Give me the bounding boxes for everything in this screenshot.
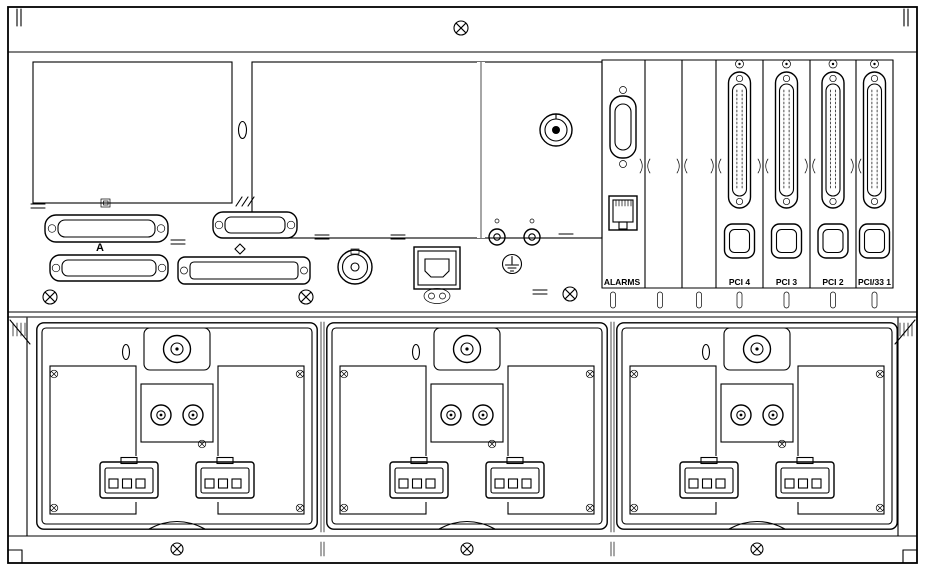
alarms-card — [608, 86, 638, 231]
top-flange — [7, 8, 918, 53]
triple-slash-icon — [235, 196, 255, 207]
bottom-screw — [460, 542, 474, 556]
vent-grid-center — [251, 61, 603, 239]
audio-jack-left — [488, 218, 506, 246]
psu-2 — [327, 323, 607, 529]
psu-bay — [9, 317, 916, 537]
alarms-rj45-port — [608, 195, 638, 231]
bottom-rail — [7, 535, 918, 564]
round-media-port — [537, 111, 575, 149]
scsi-port — [177, 256, 311, 285]
alarms-db9-port — [609, 86, 637, 168]
slot-vents — [610, 291, 878, 309]
pci-slot-4-card — [723, 59, 756, 259]
bottom-screw — [170, 542, 184, 556]
pci4-label: PCI 4 — [729, 277, 751, 287]
card-slot-cage — [601, 59, 894, 289]
alarms-label: ALARMS — [604, 277, 641, 287]
infinity-icon — [423, 288, 451, 304]
panel-screw — [562, 286, 578, 302]
serial-port-a-label: A — [96, 242, 104, 254]
panel-screw — [298, 289, 314, 305]
pci1-label: PCI/33 1 — [858, 277, 891, 287]
top-center-screw — [453, 20, 469, 36]
audio-jack-right — [523, 218, 541, 246]
chassis-outline — [7, 6, 918, 564]
earth-ground-icon — [501, 253, 523, 275]
psu-1 — [37, 323, 317, 529]
square-icon — [100, 198, 111, 208]
pci3-label: PCI 3 — [776, 277, 798, 287]
pci2-label: PCI 2 — [822, 277, 844, 287]
psu-3 — [617, 323, 897, 529]
dsub15-port — [212, 211, 298, 239]
dsub25-port-top — [44, 214, 169, 243]
panel-screw — [42, 289, 58, 305]
round-din-port — [337, 248, 373, 285]
pci-slot-3-card — [770, 59, 803, 259]
pci-slot-1-card — [858, 59, 891, 259]
vent-divider-slot — [237, 120, 248, 140]
vent-grid-left — [32, 61, 233, 204]
serial-port-a — [49, 254, 169, 282]
pci-slot-2-card — [817, 59, 849, 259]
bottom-screw — [750, 542, 764, 556]
fcal-square-port — [413, 246, 461, 290]
diamond-icon — [234, 243, 246, 255]
